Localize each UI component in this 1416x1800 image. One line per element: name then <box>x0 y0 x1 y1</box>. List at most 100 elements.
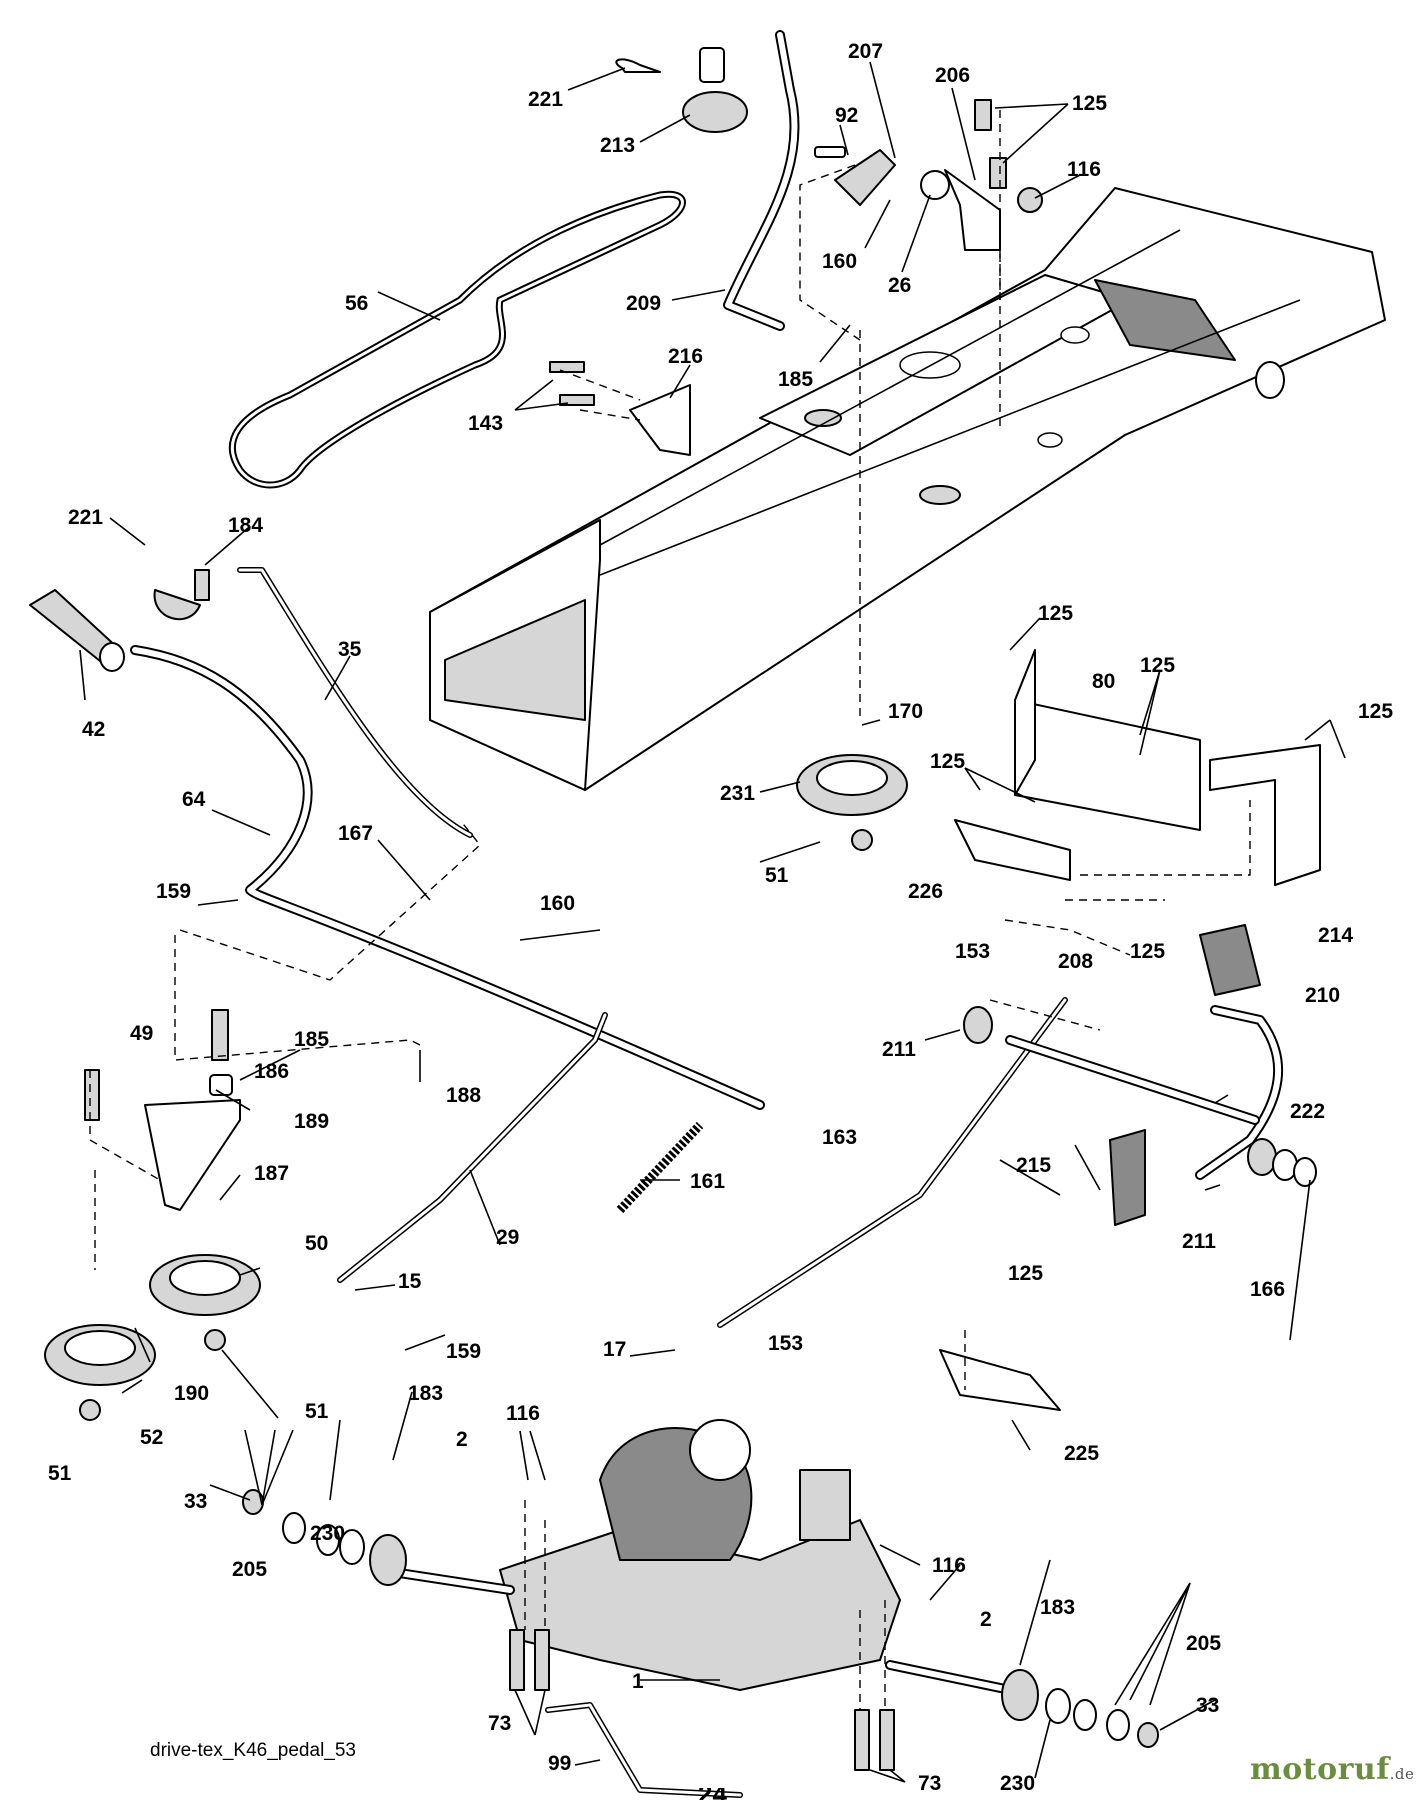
callout-159[interactable]: 159 <box>156 880 191 903</box>
callout-116[interactable]: 116 <box>506 1402 540 1425</box>
pulley-231 <box>796 754 908 851</box>
callout-190[interactable]: 190 <box>174 1382 209 1405</box>
watermark-name: motoruf <box>1250 1752 1390 1787</box>
callout-73[interactable]: 73 <box>918 1772 941 1795</box>
drawing-file-label: drive-tex_K46_pedal_53 <box>150 1740 356 1761</box>
callout-183[interactable]: 183 <box>408 1382 443 1405</box>
callout-15[interactable]: 15 <box>398 1270 422 1293</box>
callout-125[interactable]: 125 <box>1072 92 1107 115</box>
callout-184[interactable]: 184 <box>228 514 263 537</box>
callout-125[interactable]: 125 <box>1140 654 1175 677</box>
transaxle-1 <box>375 1419 1015 1695</box>
callout-116[interactable]: 116 <box>932 1554 966 1577</box>
bushings-pedal <box>963 1006 1317 1187</box>
callout-51[interactable]: 51 <box>305 1400 329 1423</box>
callout-163[interactable]: 163 <box>822 1126 857 1149</box>
callout-125[interactable]: 125 <box>1038 602 1073 625</box>
callout-211[interactable]: 211 <box>882 1038 916 1061</box>
bracket-226 <box>954 819 1071 881</box>
callout-185[interactable]: 185 <box>778 368 813 391</box>
callout-211[interactable]: 211 <box>1182 1230 1216 1253</box>
callout-230[interactable]: 230 <box>1000 1772 1035 1795</box>
bracket-225 <box>939 1349 1061 1411</box>
callout-167[interactable]: 167 <box>338 822 373 845</box>
bracket-80 <box>1014 649 1321 886</box>
wheel-hub-parts-right <box>1001 1669 1159 1748</box>
callout-159[interactable]: 159 <box>446 1340 481 1363</box>
callout-51[interactable]: 51 <box>48 1462 72 1485</box>
callout-73[interactable]: 73 <box>488 1712 511 1735</box>
callout-2[interactable]: 2 <box>456 1428 468 1451</box>
callout-143[interactable]: 143 <box>468 412 503 435</box>
callout-49[interactable]: 49 <box>130 1022 153 1045</box>
callout-221[interactable]: 221 <box>68 506 103 529</box>
callout-225[interactable]: 225 <box>1064 1442 1099 1465</box>
callout-186[interactable]: 186 <box>254 1060 289 1083</box>
callout-215[interactable]: 215 <box>1016 1154 1051 1177</box>
callout-1[interactable]: 1 <box>632 1670 644 1693</box>
callout-231[interactable]: 231 <box>720 782 755 805</box>
callout-213[interactable]: 213 <box>600 134 635 157</box>
callout-187[interactable]: 187 <box>254 1162 289 1185</box>
callout-206[interactable]: 206 <box>935 64 970 87</box>
callout-33[interactable]: 33 <box>184 1490 207 1513</box>
callout-153[interactable]: 153 <box>768 1332 803 1355</box>
callout-188[interactable]: 188 <box>446 1084 481 1107</box>
cover-215 <box>1109 1129 1146 1226</box>
callout-207[interactable]: 207 <box>848 40 883 63</box>
callout-189[interactable]: 189 <box>294 1110 329 1133</box>
callout-170[interactable]: 170 <box>888 700 923 723</box>
callout-226[interactable]: 226 <box>908 880 943 903</box>
callout-50[interactable]: 50 <box>305 1232 328 1255</box>
callout-125[interactable]: 125 <box>930 750 965 773</box>
callout-125[interactable]: 125 <box>1358 700 1393 723</box>
callout-56[interactable]: 56 <box>345 292 368 315</box>
callout-205[interactable]: 205 <box>232 1558 267 1581</box>
callout-166[interactable]: 166 <box>1250 1278 1285 1301</box>
callout-221[interactable]: 221 <box>528 88 563 111</box>
callout-80[interactable]: 80 <box>1092 670 1115 693</box>
callout-209[interactable]: 209 <box>626 292 661 315</box>
lift-handle-64 <box>130 645 765 1110</box>
callout-160[interactable]: 160 <box>822 250 857 273</box>
callout-17[interactable]: 17 <box>603 1338 626 1361</box>
callout-64[interactable]: 64 <box>182 788 206 811</box>
callout-29[interactable]: 29 <box>496 1226 519 1249</box>
callout-125[interactable]: 125 <box>1008 1262 1043 1285</box>
callout-161[interactable]: 161 <box>690 1170 725 1193</box>
callout-26[interactable]: 26 <box>888 274 911 297</box>
shaft-pedal <box>1005 1035 1260 1125</box>
callout-52[interactable]: 52 <box>140 1426 163 1449</box>
callout-222[interactable]: 222 <box>1290 1100 1325 1123</box>
knob-184 <box>153 569 210 621</box>
wheel-hub-parts-left <box>242 1489 407 1586</box>
grip-42 <box>29 589 125 672</box>
knob-213 <box>682 47 748 133</box>
callout-116[interactable]: 116 <box>1067 158 1101 181</box>
callout-210[interactable]: 210 <box>1305 984 1340 1007</box>
callout-2[interactable]: 2 <box>980 1608 992 1631</box>
callout-160[interactable]: 160 <box>540 892 575 915</box>
callout-92[interactable]: 92 <box>835 104 858 127</box>
spring-161 <box>616 1121 704 1214</box>
callout-35[interactable]: 35 <box>338 638 362 661</box>
callout-125[interactable]: 125 <box>1130 940 1165 963</box>
callout-230[interactable]: 230 <box>310 1522 345 1545</box>
callout-42[interactable]: 42 <box>82 718 105 741</box>
callout-216[interactable]: 216 <box>668 345 703 368</box>
rod-163 <box>717 997 1068 1328</box>
callout-153[interactable]: 153 <box>955 940 990 963</box>
callout-208[interactable]: 208 <box>1058 950 1093 973</box>
callout-205[interactable]: 205 <box>1186 1632 1221 1655</box>
callout-214[interactable]: 214 <box>1318 924 1353 947</box>
frame-assembly <box>429 187 1386 791</box>
drive-belt <box>228 190 686 489</box>
callout-99[interactable]: 99 <box>548 1752 571 1775</box>
callout-183[interactable]: 183 <box>1040 1596 1075 1619</box>
callout-33[interactable]: 33 <box>1196 1694 1219 1717</box>
idler-bracket-189 <box>84 1009 241 1211</box>
callout-185[interactable]: 185 <box>294 1028 329 1051</box>
callout-51[interactable]: 51 <box>765 864 789 887</box>
watermark-logo: motoruf.de <box>1250 1752 1414 1787</box>
